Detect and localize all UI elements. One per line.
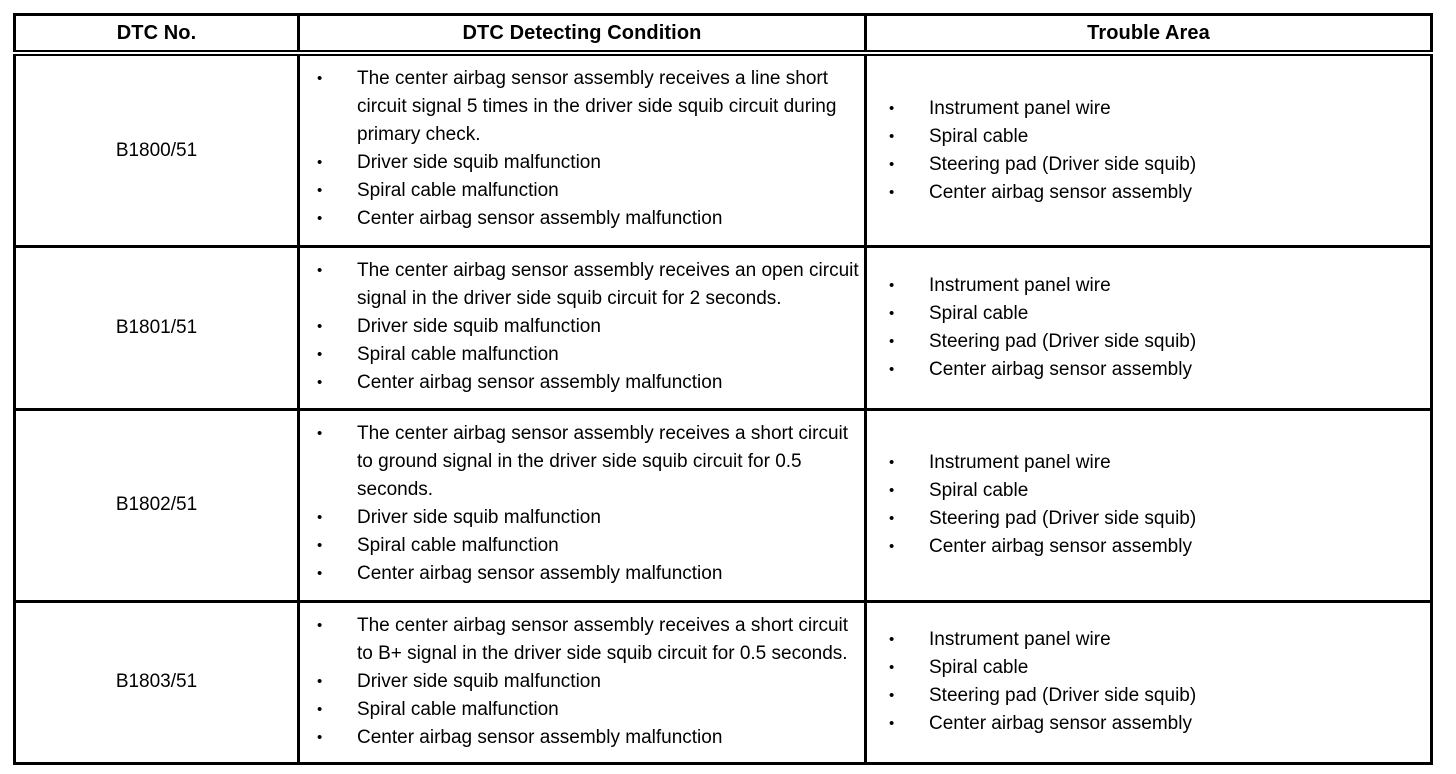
cell-dtc-no: B1802/51 <box>14 407 300 602</box>
list-item: Steering pad (Driver side squib) <box>878 151 1430 179</box>
dtc-number: B1802/51 <box>115 494 198 516</box>
table-row: B1802/51 The center airbag sensor assemb… <box>14 407 1432 602</box>
column-header-trouble-area: Trouble Area <box>865 14 1432 56</box>
list-item: Spiral cable malfunction <box>306 177 864 205</box>
trouble-area-list: Instrument panel wire Spiral cable Steer… <box>867 95 1430 207</box>
condition-list: The center airbag sensor assembly receiv… <box>300 65 864 233</box>
dtc-table: DTC No. DTC Detecting Condition Trouble … <box>13 13 1433 765</box>
table-row: B1800/51 The center airbag sensor assemb… <box>14 53 1432 247</box>
table-row: B1803/51 The center airbag sensor assemb… <box>14 599 1432 764</box>
dtc-number: B1800/51 <box>115 139 198 161</box>
header-row: DTC No. DTC Detecting Condition Trouble … <box>14 14 1432 56</box>
condition-list: The center airbag sensor assembly receiv… <box>300 257 864 397</box>
list-item: Spiral cable <box>878 123 1430 151</box>
list-item: Spiral cable <box>878 477 1430 505</box>
list-item: Instrument panel wire <box>878 95 1430 123</box>
list-item: The center airbag sensor assembly receiv… <box>306 612 864 668</box>
list-item: Center airbag sensor assembly <box>878 533 1430 561</box>
dtc-number: B1801/51 <box>115 316 198 338</box>
list-item: Center airbag sensor assembly <box>878 710 1430 738</box>
list-item: Spiral cable malfunction <box>306 696 864 724</box>
condition-list: The center airbag sensor assembly receiv… <box>300 420 864 588</box>
list-item: Driver side squib malfunction <box>306 668 864 696</box>
cell-trouble-area: Instrument panel wire Spiral cable Steer… <box>865 599 1432 764</box>
list-item: Spiral cable malfunction <box>306 341 864 369</box>
list-item: Center airbag sensor assembly <box>878 356 1430 384</box>
cell-detecting-condition: The center airbag sensor assembly receiv… <box>298 245 867 410</box>
cell-dtc-no: B1801/51 <box>14 245 300 410</box>
list-item: Center airbag sensor assembly malfunctio… <box>306 369 864 397</box>
list-item: Spiral cable <box>878 300 1430 328</box>
cell-detecting-condition: The center airbag sensor assembly receiv… <box>298 53 867 247</box>
cell-dtc-no: B1803/51 <box>14 599 300 764</box>
list-item: Spiral cable <box>878 654 1430 682</box>
list-item: Steering pad (Driver side squib) <box>878 328 1430 356</box>
list-item: Instrument panel wire <box>878 626 1430 654</box>
trouble-area-list: Instrument panel wire Spiral cable Steer… <box>867 449 1430 561</box>
list-item: Steering pad (Driver side squib) <box>878 505 1430 533</box>
column-header-dtc-no: DTC No. <box>14 14 300 56</box>
list-item: Driver side squib malfunction <box>306 149 864 177</box>
table-header: DTC No. DTC Detecting Condition Trouble … <box>14 14 1432 56</box>
table-row: B1801/51 The center airbag sensor assemb… <box>14 245 1432 410</box>
cell-trouble-area: Instrument panel wire Spiral cable Steer… <box>865 407 1432 602</box>
cell-trouble-area: Instrument panel wire Spiral cable Steer… <box>865 245 1432 410</box>
list-item: Center airbag sensor assembly malfunctio… <box>306 560 864 588</box>
list-item: Instrument panel wire <box>878 272 1430 300</box>
list-item: Driver side squib malfunction <box>306 313 864 341</box>
trouble-area-list: Instrument panel wire Spiral cable Steer… <box>867 272 1430 384</box>
list-item: Steering pad (Driver side squib) <box>878 682 1430 710</box>
list-item: The center airbag sensor assembly receiv… <box>306 420 864 504</box>
cell-dtc-no: B1800/51 <box>14 53 300 247</box>
list-item: Center airbag sensor assembly malfunctio… <box>306 205 864 233</box>
condition-list: The center airbag sensor assembly receiv… <box>300 612 864 752</box>
list-item: Center airbag sensor assembly malfunctio… <box>306 724 864 752</box>
table-body: B1800/51 The center airbag sensor assemb… <box>14 53 1432 764</box>
column-header-dtc-detecting-condition: DTC Detecting Condition <box>298 14 867 56</box>
list-item: The center airbag sensor assembly receiv… <box>306 65 864 149</box>
dtc-number: B1803/51 <box>115 671 198 693</box>
list-item: Spiral cable malfunction <box>306 532 864 560</box>
list-item: The center airbag sensor assembly receiv… <box>306 257 864 313</box>
list-item: Instrument panel wire <box>878 449 1430 477</box>
cell-trouble-area: Instrument panel wire Spiral cable Steer… <box>866 53 1432 247</box>
list-item: Driver side squib malfunction <box>306 504 864 532</box>
cell-detecting-condition: The center airbag sensor assembly receiv… <box>298 599 867 764</box>
list-item: Center airbag sensor assembly <box>878 179 1430 207</box>
cell-detecting-condition: The center airbag sensor assembly receiv… <box>298 407 867 602</box>
trouble-area-list: Instrument panel wire Spiral cable Steer… <box>867 626 1430 738</box>
